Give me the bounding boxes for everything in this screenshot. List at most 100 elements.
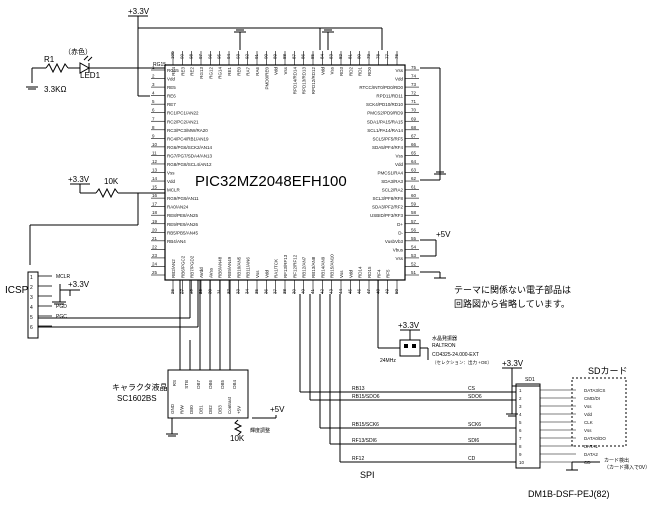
mcu-right-pin-number: 74 <box>411 74 417 79</box>
icsp-pin-signal: PGD <box>56 304 67 310</box>
lcd-bottom-pin-label: DB1 <box>199 405 204 414</box>
r1-resistor <box>45 62 69 74</box>
mcu-top-pin-name: Vdd <box>320 67 325 76</box>
mcu-left-pin-number: 11 <box>152 150 157 155</box>
icsp-pin-number: 2 <box>30 285 33 291</box>
spi-net-sd-label: SDI6 <box>468 438 479 444</box>
mcu-right-pin-name: SDA3/PF2/RF2 <box>372 205 404 210</box>
mcu-part-label: PIC32MZ2048EFH100 <box>195 173 347 190</box>
mcu-left-pin-number: 8 <box>152 125 155 130</box>
mcu-left-pin-name: RG6/PG6/SCK2/AN14 <box>167 145 213 150</box>
mcu-left-pin-number: 5 <box>152 99 155 104</box>
mclr-resistor-value: 10K <box>104 177 119 186</box>
mcu-bottom-pin-name: Vdd <box>348 269 353 278</box>
mcu-bottom-pin-name: RA1/TCK <box>274 259 279 278</box>
mcu-right-pin-number: 71 <box>411 99 417 104</box>
mcu-top-pin-name: RA7 <box>246 67 251 76</box>
mcu-bottom-pin-number: 36 <box>263 288 268 294</box>
sd-pin-number: 10 <box>519 460 525 465</box>
mcu-top-pin-number: 100 <box>170 51 175 59</box>
mcu-right-pin-name: RPD11/RD11 <box>376 94 403 99</box>
lcd-part: SC1602BS <box>117 394 157 403</box>
mcu-right-pin-name: USBID/PF3/RF3 <box>370 213 404 218</box>
mcu-bottom-pin-name: RB14/AN9 <box>320 256 325 278</box>
mcu-left-pin-name: RC2/PC2/AN21 <box>167 119 199 124</box>
mcu-bottom-pin-number: 38 <box>282 288 287 294</box>
mcu-left-pin-name: Vdd <box>167 77 176 82</box>
mcu-right-pin-name: Vdd <box>395 162 404 167</box>
mcu-left-pin-name: Vdd <box>167 179 176 184</box>
mcu-bottom-pin-number: 46 <box>357 288 362 294</box>
lcd-nets <box>179 280 231 370</box>
mcu-bottom-pin-number: 43 <box>329 288 334 294</box>
mcu-right-pin-number: 63 <box>411 168 417 173</box>
lcd-bottom-pin-label: DB2 <box>208 405 213 414</box>
mcu-bottom-pin-name: RB7/PGD2 <box>190 255 195 278</box>
mcu-right-pin-number: 52 <box>411 261 417 266</box>
mcu-right-pin-name: SCL5/PF5/RF5 <box>372 136 403 141</box>
icsp-pin-number: 5 <box>30 315 33 321</box>
mcu-right-pin-name: D+ <box>397 222 403 227</box>
mclr-vcc-label: +3.3V <box>68 175 90 184</box>
mcu-bottom-pin-number: 33 <box>235 288 240 294</box>
crystal-freq: 24MHz <box>380 358 396 364</box>
mcu-bottom-pin-name: RB9/AN49 <box>227 256 232 278</box>
sd-card-detect: カード検出 <box>604 457 629 464</box>
mcu-left-pin-name: RG7/PG7/SDA4/AN13 <box>167 153 213 158</box>
mcu-right-pin-number: 67 <box>411 133 417 138</box>
sd-connector-label: SD1 <box>525 377 535 383</box>
mcu-left-pin-name: RC1/PC1/AN22 <box>167 111 199 116</box>
mcu-bottom-pin-name: RD14 <box>358 266 363 278</box>
sd-part: DM1B-DSF-PEJ(82) <box>528 489 610 499</box>
mcu-left-pin-name: RG15 <box>167 68 179 73</box>
mcu-top-pin-name: RG14 <box>218 67 223 79</box>
mcu-top-pin-number: 83 <box>329 53 334 59</box>
mcu-top-pin-number: 88 <box>282 53 287 59</box>
icsp-pin-number: 3 <box>30 295 33 301</box>
mcu-right-pin-name: Vss <box>395 256 403 261</box>
lcd-bottom-pin-label: DB3 <box>218 405 223 414</box>
mcu-right-pin-number: 58 <box>411 210 417 215</box>
mcu-left-pin-name: RA0/AN24 <box>167 205 189 210</box>
spi-net-mcu-label: RB13 <box>352 386 365 392</box>
mcu-left-pin-number: 18 <box>152 210 158 215</box>
mcu-top-pin-name: RD0 <box>367 67 372 76</box>
mcu-top-pin-number: 95 <box>217 53 222 59</box>
icsp-pin-signal: PGC <box>56 314 67 320</box>
lcd-bottom-pin-label: DB0 <box>189 405 194 414</box>
lcd-body <box>167 369 249 419</box>
mcu-left-pin-number: 15 <box>152 185 158 190</box>
lcd-bottom-pin-label: Contrast <box>227 396 232 414</box>
spi-net-sd-label: SCK6 <box>468 422 481 428</box>
mcu-bottom-pin-number: 44 <box>338 288 343 294</box>
mcu-top-pin-name: RPD14/RD14 <box>292 67 297 95</box>
mcu-right-pin-number: 54 <box>411 244 417 249</box>
lcd-5v-label: +5V <box>270 405 285 414</box>
sd-pin-number: 7 <box>519 436 522 441</box>
mcu-bottom-pin-name: RF12/RF12 <box>292 254 297 278</box>
mcu-bottom-pin-number: 26 <box>170 288 175 294</box>
icsp-body <box>27 271 39 339</box>
lcd-bottom-pin-label: GND <box>170 403 175 414</box>
mcu-bottom-pin-number: 35 <box>254 288 259 294</box>
mcu-right-pin-number: 64 <box>411 159 417 164</box>
mcu-bottom-pin-name: AVss <box>208 267 213 278</box>
mcu-bottom-pin-name: RF5 <box>386 269 391 278</box>
mcu-left-pin-number: 21 <box>152 236 158 241</box>
mcu-top-pin-number: 86 <box>301 53 306 59</box>
mcu-top-pin-name: RPD13/RD13 <box>302 67 307 95</box>
mcu-top-pin-number: 82 <box>338 53 343 59</box>
mcu-top-pin-number: 81 <box>347 53 352 59</box>
mclr-pullup: +3.3V 10K <box>29 175 165 265</box>
mcu-bottom-pin-name: RB6/PGC2 <box>180 255 185 278</box>
mcu-left-pin-name: RE5 <box>167 85 176 90</box>
icsp-pin-signal: MCLR <box>56 274 71 280</box>
mcu-bottom-pin-name: RB10/AN5 <box>236 256 241 278</box>
mcu-bottom-pin-name: RB8/AN48 <box>218 256 223 278</box>
crystal-note: （セレクション：出力 +OE） <box>432 359 492 366</box>
